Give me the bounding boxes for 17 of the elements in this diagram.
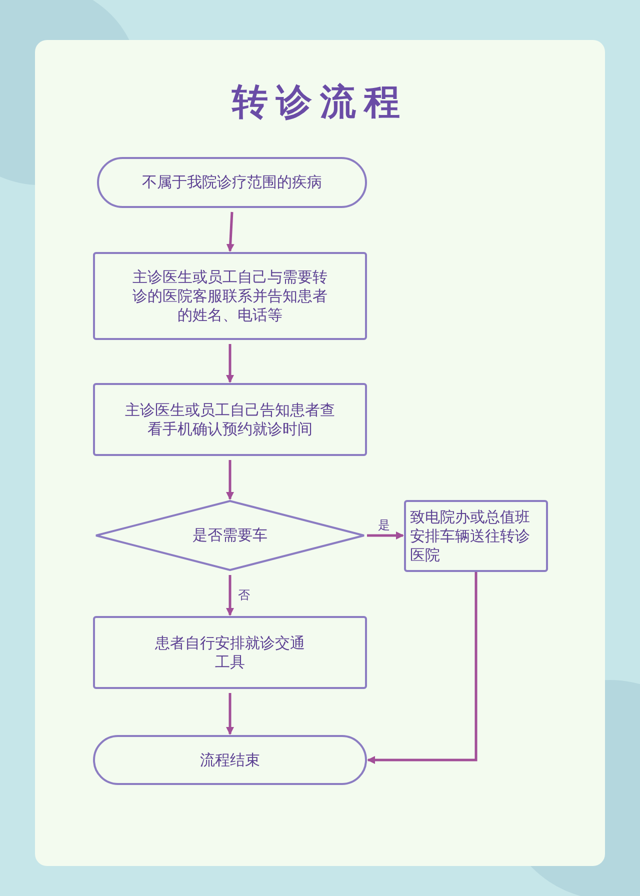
title: 转诊流程 [230, 81, 409, 125]
arrow [226, 344, 234, 383]
process-box: 主诊医生或员工自己与需要转诊的医院客服联系并告知患者的姓名、电话等 [93, 252, 367, 340]
arrow [226, 693, 234, 735]
arrow [226, 212, 234, 252]
edge-label: 是 [376, 518, 392, 532]
arrow [226, 575, 234, 616]
terminal-box: 不属于我院诊疗范围的疾病 [97, 157, 367, 208]
process-box: 患者自行安排就诊交通工具 [93, 616, 367, 689]
arrow [367, 572, 478, 764]
arrow [226, 460, 234, 500]
arrow [367, 532, 404, 540]
process-box: 主诊医生或员工自己告知患者查看手机确认预约就诊时间 [93, 383, 367, 456]
decision-diamond: 是否需要车 [95, 500, 365, 571]
process-box: 致电院办或总值班安排车辆送往转诊医院 [404, 500, 548, 572]
terminal-box: 流程结束 [93, 735, 367, 785]
edge-label: 否 [236, 588, 252, 602]
